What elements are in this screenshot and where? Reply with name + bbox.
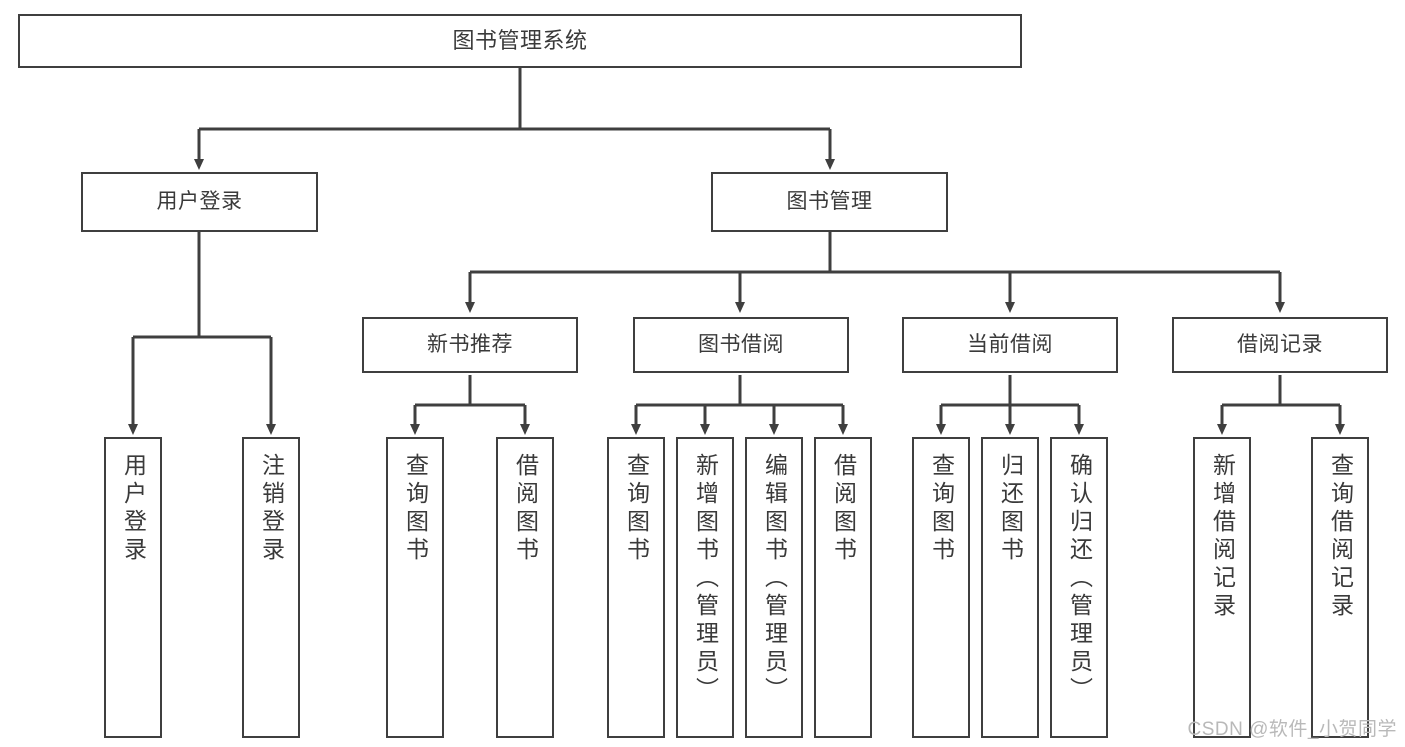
node-label: 查询图书: [402, 453, 429, 565]
node-leaf-query-book-2[interactable]: 查询图书: [607, 437, 665, 738]
node-label: 当前借阅: [967, 332, 1053, 356]
node-label: 新增借阅记录: [1209, 453, 1236, 621]
node-label: 新书推荐: [427, 332, 513, 356]
node-leaf-query-borrow-record[interactable]: 查询借阅记录: [1311, 437, 1369, 738]
node-leaf-user-login[interactable]: 用户登录: [104, 437, 162, 738]
node-book-management[interactable]: 图书管理: [711, 172, 948, 232]
node-label: 归还图书: [997, 453, 1024, 565]
node-borrow-record[interactable]: 借阅记录: [1172, 317, 1388, 373]
node-label: 查询图书: [623, 453, 650, 565]
node-label: 查询图书: [928, 453, 955, 565]
node-label: 借阅图书: [512, 453, 539, 565]
node-leaf-confirm-return-admin[interactable]: 确认归还（管理员）: [1050, 437, 1108, 738]
node-label: 借阅图书: [830, 453, 857, 565]
node-label: 注销登录: [258, 453, 285, 565]
node-label: 新增图书（管理员）: [692, 453, 719, 705]
node-leaf-add-borrow-record[interactable]: 新增借阅记录: [1193, 437, 1251, 738]
node-label: 编辑图书（管理员）: [761, 453, 788, 705]
node-new-book-recommend[interactable]: 新书推荐: [362, 317, 578, 373]
node-leaf-user-logout[interactable]: 注销登录: [242, 437, 300, 738]
node-label: 图书管理系统: [452, 28, 588, 54]
node-book-borrow[interactable]: 图书借阅: [633, 317, 849, 373]
node-leaf-return-book[interactable]: 归还图书: [981, 437, 1039, 738]
node-leaf-borrow-book-1[interactable]: 借阅图书: [496, 437, 554, 738]
node-leaf-borrow-book-2[interactable]: 借阅图书: [814, 437, 872, 738]
node-leaf-add-book-admin[interactable]: 新增图书（管理员）: [676, 437, 734, 738]
node-label: 确认归还（管理员）: [1066, 453, 1093, 705]
node-leaf-query-book-1[interactable]: 查询图书: [386, 437, 444, 738]
node-leaf-edit-book-admin[interactable]: 编辑图书（管理员）: [745, 437, 803, 738]
node-root-system[interactable]: 图书管理系统: [18, 14, 1022, 68]
node-label: 图书管理: [786, 189, 873, 213]
node-current-borrow[interactable]: 当前借阅: [902, 317, 1118, 373]
csdn-watermark: CSDN @软件_小贺同学: [1187, 719, 1397, 740]
node-leaf-query-book-3[interactable]: 查询图书: [912, 437, 970, 738]
node-label: 用户登录: [120, 453, 147, 565]
node-label: 查询借阅记录: [1327, 453, 1354, 621]
node-label: 图书借阅: [698, 332, 784, 356]
node-label: 借阅记录: [1237, 332, 1323, 356]
node-label: 用户登录: [156, 189, 243, 213]
node-user-login[interactable]: 用户登录: [81, 172, 318, 232]
